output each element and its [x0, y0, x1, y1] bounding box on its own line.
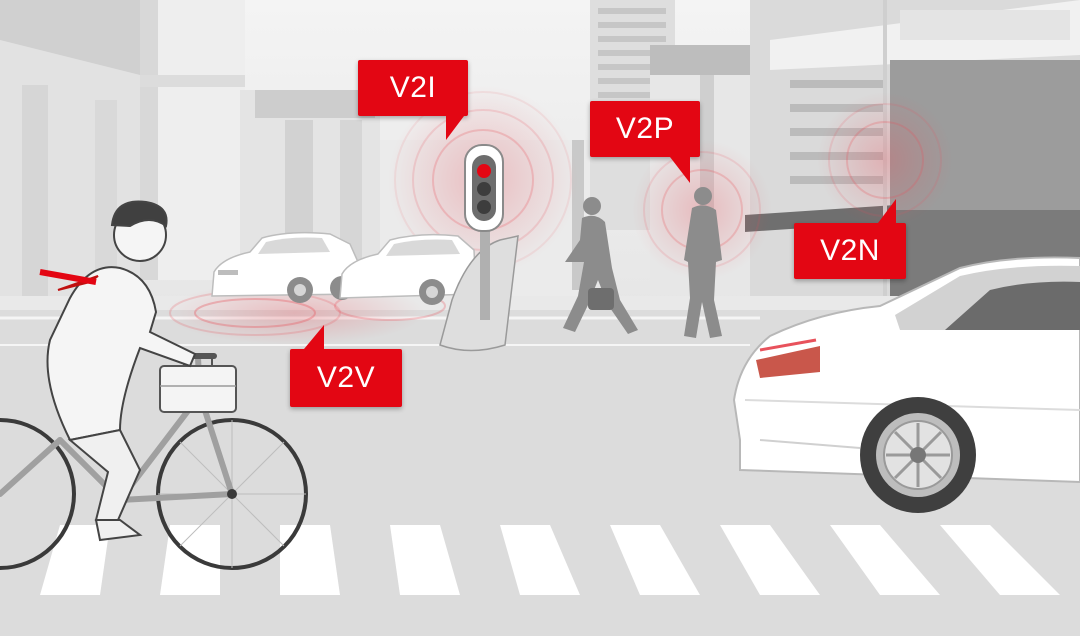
building-mid-left-top	[255, 90, 375, 118]
car-left-icon	[211, 231, 359, 303]
tower-center-windows	[598, 8, 666, 98]
building-left-pillar-2	[95, 100, 117, 300]
building-left-pillar	[22, 85, 48, 300]
v2n-ring-1	[846, 121, 924, 199]
v2p-label: V2P	[590, 101, 700, 183]
pedestrian-man-icon	[684, 187, 722, 338]
v2i-label: V2I	[358, 60, 468, 140]
v2n-halo	[817, 92, 953, 228]
traffic-light-icon	[439, 144, 519, 352]
building-far-left-face	[0, 0, 140, 75]
v2n-label: V2N	[794, 199, 906, 279]
pedestrian-woman-icon	[563, 197, 638, 334]
v2v-ring-1	[194, 298, 316, 328]
v2v-label: V2V	[290, 325, 402, 407]
rider	[39, 200, 197, 542]
tower-left-band	[140, 75, 245, 87]
briefcase-icon	[159, 357, 237, 413]
cyclist-icon	[0, 200, 308, 570]
car-foreground-icon	[732, 256, 1080, 513]
building-right-window-top	[900, 10, 1070, 40]
building-right-mid-top	[650, 45, 750, 75]
